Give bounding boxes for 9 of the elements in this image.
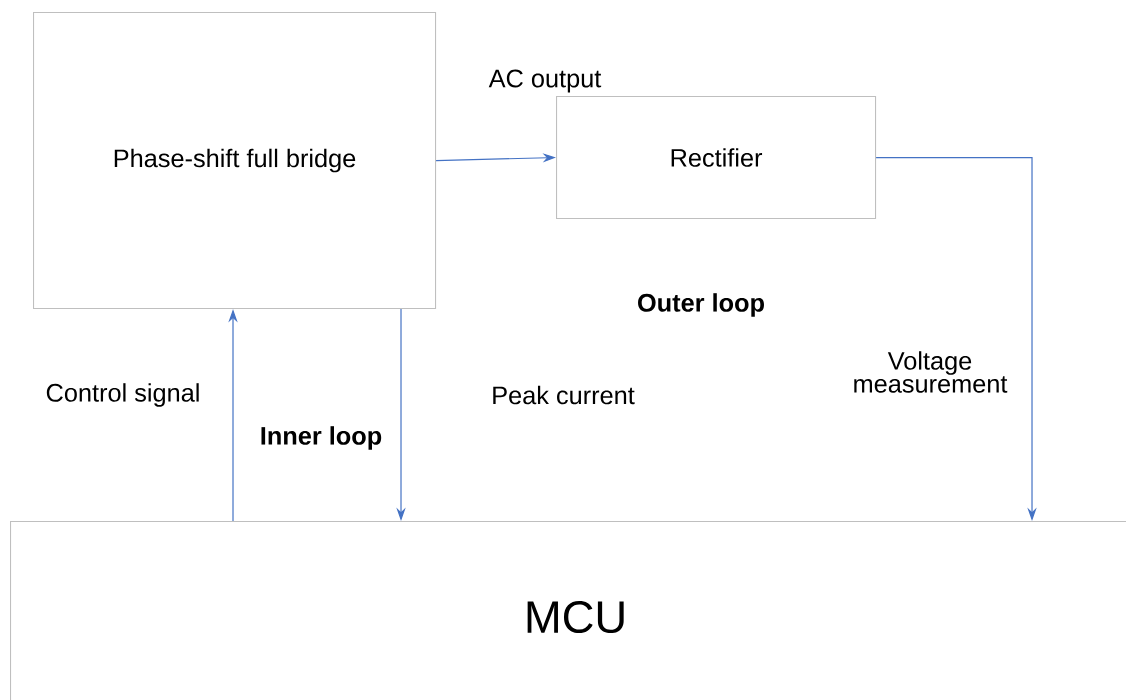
loop-label: Outer loop <box>638 293 764 317</box>
edge-label: Control signal <box>46 383 199 407</box>
block-box: Rectifier <box>556 96 877 220</box>
mcu-box: MCU <box>10 521 1126 700</box>
edge-label: Peak current <box>493 385 635 405</box>
edge-label: Voltage measurement <box>854 351 1008 393</box>
block-box: Phase-shift full bridge <box>33 12 437 310</box>
edge-label: AC output <box>488 69 602 93</box>
loop-label: Inner loop <box>261 426 382 450</box>
